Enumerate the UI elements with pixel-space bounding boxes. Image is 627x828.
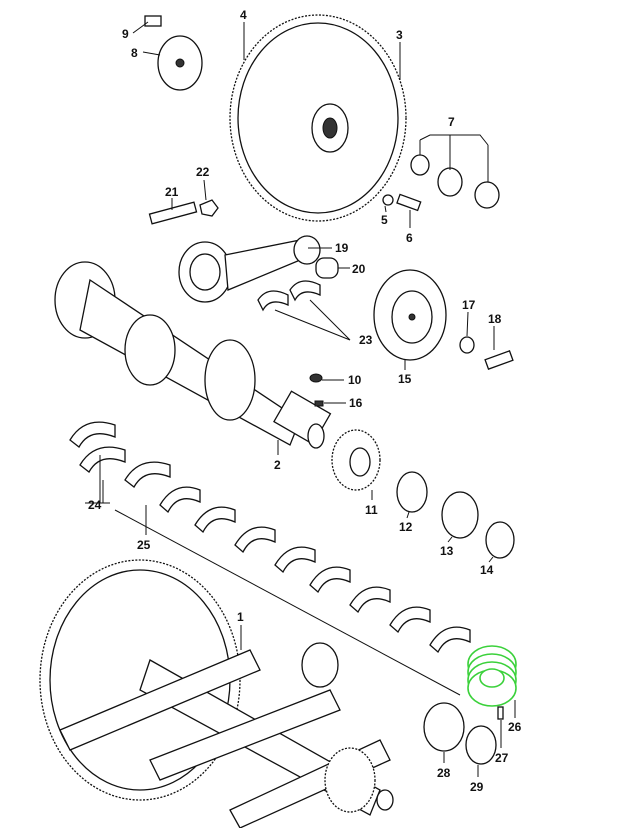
bolt-9: [144, 15, 162, 27]
flange-8: [157, 35, 203, 91]
connecting-rod-19: [178, 235, 321, 303]
label-19: 19: [335, 241, 349, 255]
label-7: 7: [448, 115, 455, 129]
label-25: 25: [137, 538, 151, 552]
label-9: 9: [122, 27, 129, 41]
label-13: 13: [440, 544, 454, 558]
label-4: 4: [240, 8, 247, 22]
seal-13: [441, 491, 479, 539]
label-26: 26: [508, 720, 522, 734]
pin-27: [497, 706, 504, 720]
crankshaft-assembly-1: [39, 559, 394, 828]
label-2: 2: [274, 458, 281, 472]
pin-16: [314, 400, 324, 407]
label-6: 6: [406, 231, 413, 245]
bolt-21: [148, 201, 198, 225]
nut-22: [199, 199, 219, 217]
label-10: 10: [348, 373, 362, 387]
label-1: 1: [237, 610, 244, 624]
label-3: 3: [396, 28, 403, 42]
label-27: 27: [495, 751, 509, 765]
snap-ring-14: [485, 521, 515, 559]
label-23: 23: [359, 333, 373, 347]
bearings-7: [410, 154, 500, 209]
bolt-6: [396, 193, 422, 212]
bearing-12: [396, 471, 428, 513]
label-12: 12: [399, 520, 413, 534]
flywheel-3: [229, 14, 407, 222]
shells-23: [257, 280, 321, 312]
highlighted-part-26: [467, 645, 517, 707]
label-5: 5: [381, 213, 388, 227]
label-17: 17: [462, 298, 476, 312]
label-28: 28: [437, 766, 451, 780]
label-22: 22: [196, 165, 210, 179]
leader-lines: [85, 21, 516, 777]
bolt-18: [484, 350, 514, 370]
crankshaft-2: [54, 261, 332, 449]
gear-11: [331, 429, 381, 491]
washer-17: [459, 336, 475, 354]
bushing-20: [315, 257, 339, 279]
label-16: 16: [349, 396, 363, 410]
label-20: 20: [352, 262, 366, 276]
pulley-15: [373, 269, 447, 361]
washer-5: [382, 194, 394, 206]
label-18: 18: [488, 312, 502, 326]
label-11: 11: [365, 503, 378, 517]
label-21: 21: [165, 185, 179, 199]
label-24: 24: [88, 498, 102, 512]
washer-29: [465, 725, 497, 765]
label-15: 15: [398, 372, 412, 386]
label-29: 29: [470, 780, 484, 794]
bearing-shells-24-25: [69, 421, 471, 696]
ring-28: [423, 702, 465, 752]
key-10: [309, 373, 323, 383]
label-8: 8: [131, 46, 138, 60]
label-14: 14: [480, 563, 494, 577]
